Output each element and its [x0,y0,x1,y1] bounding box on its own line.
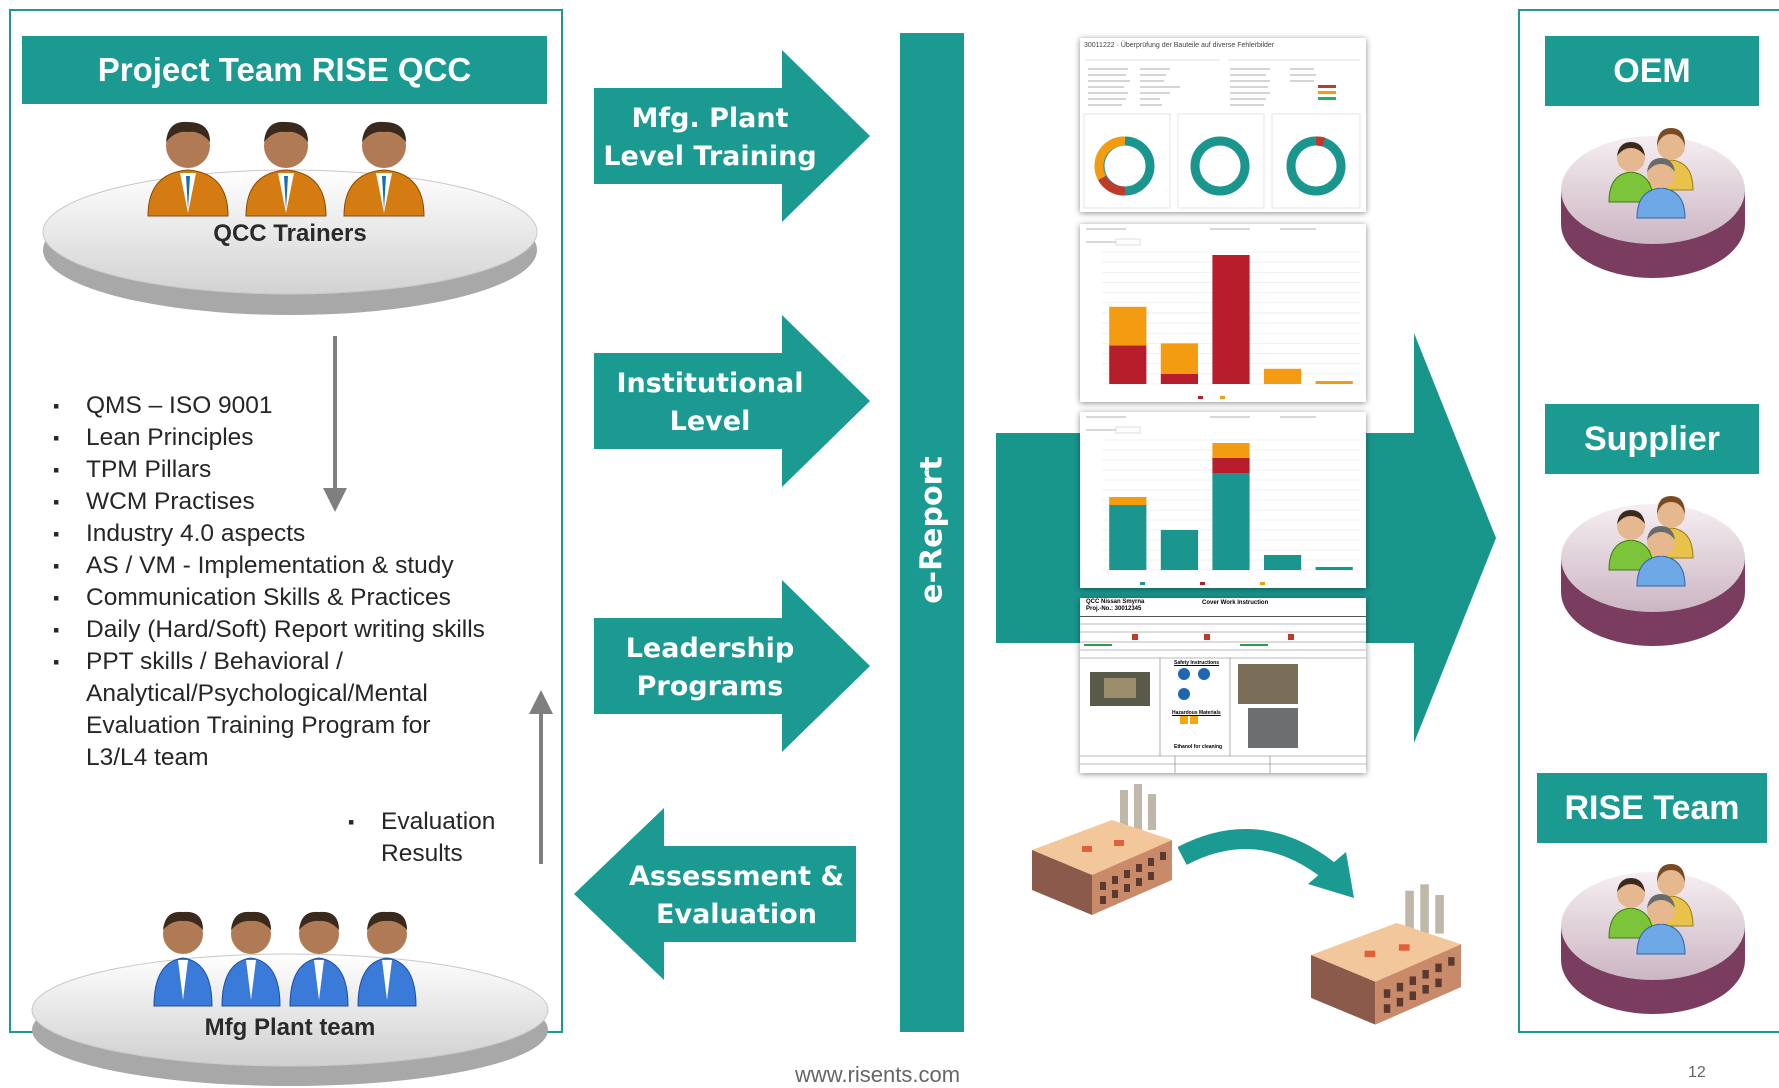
bar-segment [1212,458,1250,473]
wi-left-title: QCC Nissan Smyrna Proj.-No.: 30012345 [1086,599,1144,613]
topic-item: AS / VM - Implementation & study [50,550,540,582]
institutional-arrow [594,315,870,487]
bar-segment [1109,306,1147,346]
bar-segment [1109,345,1147,384]
wi-hazard: Hazardous Materials [1172,710,1221,716]
training-arrow-line1: Mfg. Plant [631,103,789,134]
topic-item: Lean Principles [50,422,540,454]
topic-item: Daily (Hard/Soft) Report writing skills [50,614,540,646]
bar-segment [1264,368,1302,384]
supplier-title: Supplier [1545,404,1759,474]
training-arrow-line2: Level Training [603,141,817,172]
bar-segment [1315,567,1353,570]
report-chart-1 [1080,224,1366,402]
evaluation-line1: Evaluation [381,808,496,835]
oem-title: OEM [1545,36,1759,106]
footer-url: www.risents.com [795,1062,961,1087]
report-chart-2 [1080,412,1366,588]
bar-segment [1160,373,1198,384]
chart-2-svg [1086,416,1360,585]
evaluation-item: Evaluation Results [345,806,515,870]
e-report-label: e-Report [914,456,950,604]
wi-left-title1: QCC Nissan Smyrna [1086,599,1145,605]
evaluation-line2: Results [381,840,463,867]
rise-team-title: RISE Team [1537,773,1767,843]
topic-item: Industry 4.0 aspects [50,518,540,550]
bar-segment [1109,497,1147,505]
institutional-arrow-label: Institutional Level [600,365,820,441]
institutional-arrow-line2: Level [669,406,751,437]
factory-icon [1032,784,1172,915]
mfg-plant-team-label: Mfg Plant team [204,1014,376,1041]
topics-list: QMS – ISO 9001 Lean Principles TPM Pilla… [50,390,540,774]
assessment-arrow-line2: Evaluation [656,899,817,930]
wi-header: QCC Nissan Smyrna Proj.-No.: 30012345 Co… [1080,598,1366,617]
bar-segment [1160,343,1198,374]
e-report-bar [900,33,964,1032]
bar-segment [1160,530,1198,570]
qcc-trainers-label: QCC Trainers [213,220,367,247]
chart-1-svg [1086,228,1360,399]
report-header: 30011222 · Überprüfung der Bauteile auf … [1084,42,1275,49]
page-number: 12 [1688,1064,1706,1081]
plant-team-people-icon [153,911,417,1007]
topic-item: QMS – ISO 9001 [50,390,540,422]
report-dashboard-body [1083,59,1361,209]
assessment-arrow [574,808,856,980]
stakeholders-panel [1518,9,1779,1033]
group-users-icon [1608,864,1694,955]
group-users-icon [1608,128,1694,219]
wi-cleaning: Ethanol for cleaning [1174,744,1223,750]
report-dashboard: 30011222 · Überprüfung der Bauteile auf … [1080,38,1366,212]
wi-safety: Safety Instructions [1174,660,1220,666]
assessment-arrow-label: Assessment & Evaluation [624,858,849,934]
topic-item: WCM Practises [50,486,540,518]
report-work-instruction: QCC Nissan Smyrna Proj.-No.: 30012345 Co… [1080,598,1366,773]
topic-item: PPT skills / Behavioral / Analytical/Psy… [50,646,471,774]
wi-right-title: Cover Work Instruction [1202,600,1269,606]
bar-segment [1212,443,1250,458]
topic-item: Communication Skills & Practices [50,582,540,614]
leadership-arrow-line1: Leadership [625,633,795,664]
evaluation-results: Evaluation Results [345,806,515,870]
bar-segment [1315,381,1353,384]
bar-segment [1212,473,1250,570]
leadership-arrow [594,580,870,752]
group-users-icon [1608,496,1694,587]
trainers-people-icon [147,121,425,217]
institutional-arrow-line1: Institutional [616,368,804,399]
assessment-arrow-line1: Assessment & [628,861,844,892]
bar-segment [1264,555,1302,570]
training-arrow [594,50,870,222]
bar-segment [1212,255,1250,384]
transfer-arrow-icon [1178,829,1354,898]
bar-segment [1109,505,1147,570]
topic-item: TPM Pillars [50,454,540,486]
work-instruction-body [1080,623,1366,773]
leadership-arrow-label: Leadership Programs [600,630,820,706]
project-team-title: Project Team RISE QCC [22,36,547,104]
wi-left-title2: Proj.-No.: 30012345 [1086,606,1142,612]
up-arrow-icon [529,690,553,864]
leadership-arrow-line2: Programs [636,671,784,702]
factory-icon [1311,884,1461,1025]
training-arrow-label: Mfg. Plant Level Training [600,100,820,176]
